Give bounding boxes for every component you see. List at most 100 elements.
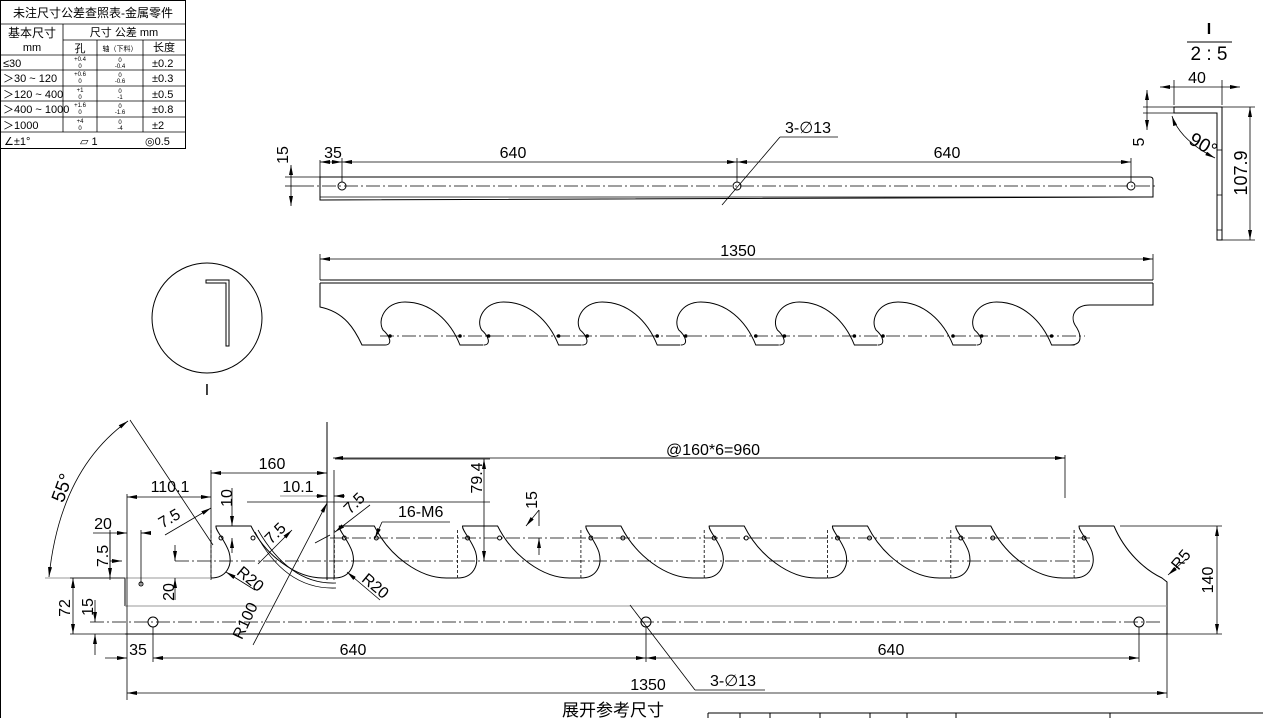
size-range: ≤30 [3,58,21,70]
dim-79-4: 79.4 [469,462,486,493]
bracket-profile [1173,106,1223,241]
size-range: ＞400 ~ 1000 [3,104,69,116]
hole-upper: +1 [77,88,85,94]
table-frame [0,0,186,149]
dim-10: 10 [219,489,236,507]
dim-20-a: 20 [94,516,112,533]
dim-15: 15 [275,146,292,164]
holes-callout: 3-∅13 [785,120,831,137]
dim-40: 40 [1188,70,1206,87]
shaft-lower: -0.4 [115,64,126,70]
hole-mark [881,334,885,338]
hole-mark [388,334,392,338]
dim-140: 140 [1200,567,1217,594]
hole-upper: +0.6 [74,72,87,78]
length-tolerance: ±0.8 [152,104,173,116]
dim-1350: 1350 [630,677,666,694]
pitch-dim: @160*6=960 [666,442,760,459]
size-range: ＞30 ~ 120 [3,73,57,85]
hole-lower: 0 [78,110,82,116]
detail-circle: I [151,262,263,399]
hole-upper: +1.6 [74,103,87,109]
thread-hole [588,535,594,541]
shaft-lower: -1 [117,95,123,101]
shaft-upper: 0 [118,89,122,95]
shaft-upper: 0 [118,58,122,64]
flat-view-outline [124,525,1168,634]
thread-callout: 16-M6 [398,504,443,521]
detail-label: I [1207,21,1211,38]
dim-7-5-c: 7.5 [341,490,369,518]
dim-10-1: 10.1 [282,479,313,496]
dim-640-left: 640 [340,642,367,659]
thread-hole [990,535,996,541]
top-view: 35 640 640 15 3-∅13 [275,120,1158,206]
hole-mark [1049,334,1054,338]
thread-hole [835,535,840,541]
angle-arc [48,420,129,578]
dim-35: 35 [129,642,147,659]
dim-7-5-a: 7.5 [156,506,184,532]
hole-upper: +4 [77,119,85,125]
col-hole: 孔 [75,42,86,55]
size-range: ＞120 ~ 400 [3,89,63,101]
detail-scale: 2 : 5 [1191,44,1228,65]
shaft-lower: -4 [117,126,123,132]
shaft-lower: -1.6 [115,110,126,116]
bracket-section [205,279,230,347]
hole-mark [979,334,984,338]
flatness-tolerance: ▱ 1 [80,136,98,148]
dim-640-left: 640 [500,145,527,162]
thread-hole [465,535,471,541]
thread-hole [497,535,503,541]
front-view: 1350 [319,243,1154,346]
shaft-lower: -0.6 [115,79,126,85]
hole-mark [458,334,462,338]
thread-hole [743,535,749,541]
radius-r5: R5 [1168,547,1194,574]
hole-lower: 0 [78,79,82,85]
col-basic-size: 基本尺寸 [8,26,56,40]
thread-hole [958,535,964,541]
dim-15: 15 [524,491,541,509]
thread-hole [1081,535,1087,541]
dim-72: 72 [57,599,74,617]
length-tolerance: ±0.5 [152,89,173,101]
detail-circle-label: I [205,382,209,399]
dim-5: 5 [1131,137,1148,146]
hole-upper: +0.4 [74,57,87,63]
dim-1350: 1350 [720,243,756,260]
thread-hole [250,535,256,541]
table-grid [0,23,185,133]
hole-mark [486,334,491,338]
dim-35: 35 [324,145,342,162]
dim-20-b: 20 [161,583,178,601]
length-tolerance: ±0.2 [152,58,173,70]
tolerance-table: 未注尺寸公差查照表-金属零件 基本尺寸 mm 尺寸 公差 mm 孔 轴（下料） … [0,0,186,149]
detail-view: I 2 : 5 40 5 90° 107.9 [1131,21,1255,241]
angle-90: 90° [1185,129,1220,162]
dim-640-right: 640 [878,642,905,659]
thread-hole [620,535,626,541]
dim-640-right: 640 [934,145,961,162]
dim-7-5-b: 7.5 [262,520,290,548]
hole-lower: 0 [78,126,82,132]
holes-callout: 3-∅13 [710,673,756,690]
shaft-upper: 0 [118,104,122,110]
hole-lower: 0 [78,95,82,101]
shaft-upper: 0 [118,73,122,79]
col-basic-unit: mm [23,42,41,54]
dim-7-5-d: 7.5 [95,545,112,567]
radius-r20-a: R20 [233,564,266,596]
hole-mark [754,334,758,338]
angle-arc [1171,115,1216,159]
thread-hole [341,535,347,541]
col-tolerance: 尺寸 公差 mm [90,25,158,39]
angle-tolerance: ∠±1° [4,136,30,148]
size-range: ＞1000 [3,120,38,132]
dim-110-1: 110.1 [151,479,190,496]
col-shaft: 轴（下料） [103,44,138,53]
front-view-outline [319,283,1154,346]
top-view-outline [319,176,1154,201]
